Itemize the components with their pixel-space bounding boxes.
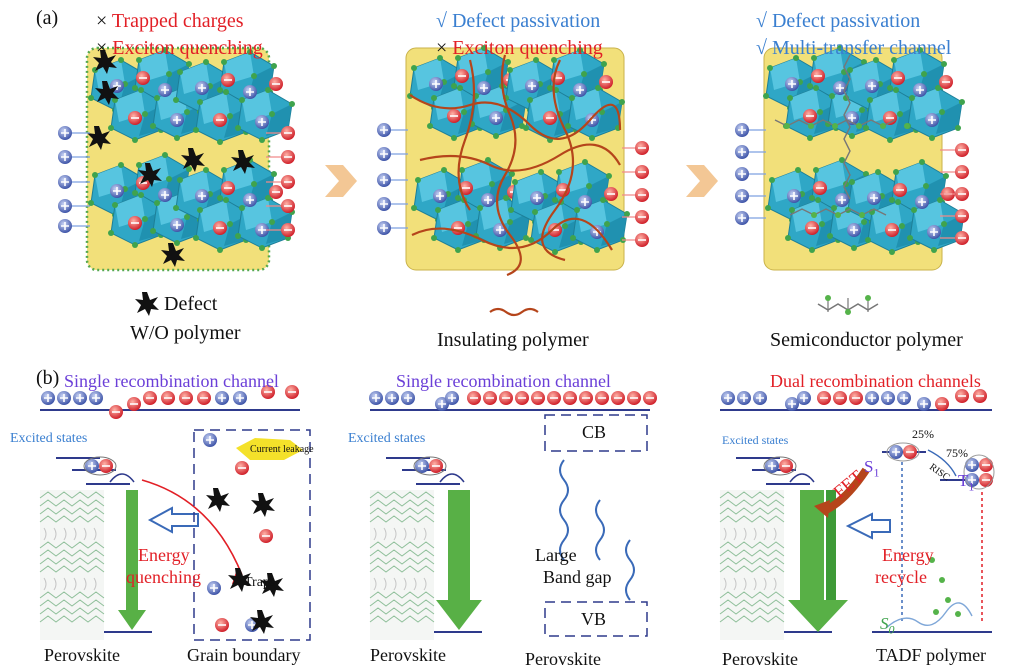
pct-25-label: 25%: [912, 427, 934, 441]
middle-status-text-2: Exciton quenching: [452, 37, 603, 59]
left-status-text-1: Trapped charges: [111, 10, 244, 32]
cross-mark: ×: [96, 37, 108, 59]
semiconductor-polymer-legend: [817, 295, 879, 315]
cross-mark: ×: [436, 37, 448, 59]
insulating-polymer-legend: [489, 307, 539, 317]
excited-states-label: Excited states: [722, 433, 789, 447]
energy-diagram-right: [719, 388, 995, 641]
left-status-line-2: × Exciton quenching: [96, 38, 263, 58]
left-b-title: Single recombination channel: [64, 371, 279, 391]
s1-letter: S: [864, 457, 874, 476]
panel-a-label: (a): [36, 7, 59, 29]
left-caption: W/O polymer: [130, 322, 241, 344]
check-mark: √: [436, 10, 447, 32]
right-status-line-1: √ Defect passivation: [756, 11, 920, 31]
middle-status-text-1: Defect passivation: [451, 10, 601, 32]
band-gap-label: Band gap: [543, 567, 612, 587]
perovskite-caption: Perovskite: [525, 649, 601, 669]
recycle-label: recycle: [875, 567, 927, 587]
left-status-line-1: × Trapped charges: [96, 11, 244, 31]
right-caption: Semiconductor polymer: [770, 329, 963, 351]
cross-mark: ×: [96, 10, 108, 32]
large-label: Large: [535, 545, 577, 565]
cb-label: CB: [582, 422, 607, 442]
check-mark: √: [756, 10, 767, 32]
s0-letter: S: [880, 614, 889, 633]
perovskite-caption: Perovskite: [722, 649, 798, 669]
quenching-label: quenching: [126, 567, 201, 587]
t1-subscript: 1: [968, 479, 975, 494]
film-insulating-polymer: [405, 45, 630, 277]
chevron-right-icon: [325, 165, 357, 197]
excited-states-label: Excited states: [10, 431, 88, 446]
t1-letter: T: [958, 471, 969, 490]
vb-label: VB: [581, 609, 607, 629]
right-status-text-2: Multi-transfer channel: [771, 37, 952, 59]
film-without-polymer: [85, 46, 295, 272]
chevron-right-icon: [686, 165, 718, 197]
middle-b-title: Single recombination channel: [396, 371, 611, 391]
energy-diagram-left: [39, 384, 311, 641]
energy-label: Energy: [138, 545, 190, 565]
film-semiconductor-polymer: [763, 45, 967, 271]
current-leakage-label: Current leakage: [250, 444, 314, 455]
energy-label: Energy: [882, 545, 934, 565]
excited-states-label: Excited states: [348, 431, 426, 446]
check-mark: √: [756, 37, 767, 59]
middle-caption: Insulating polymer: [437, 329, 589, 351]
grain-boundary-caption: Grain boundary: [187, 645, 301, 665]
traps-label: Traps: [244, 575, 276, 590]
defect-legend-icon: [135, 292, 159, 316]
left-status-text-2: Exciton quenching: [112, 37, 263, 59]
middle-status-line-2: × Exciton quenching: [436, 38, 603, 58]
right-status-text-1: Defect passivation: [771, 10, 921, 32]
pct-75-label: 75%: [946, 446, 968, 460]
perovskite-caption: Perovskite: [370, 645, 446, 665]
panel-b-label: (b): [36, 367, 60, 389]
t1-label: T1: [958, 472, 974, 492]
defect-legend-label: Defect: [164, 293, 218, 315]
middle-status-line-1: √ Defect passivation: [436, 11, 600, 31]
perovskite-caption: Perovskite: [44, 645, 120, 665]
s1-subscript: 1: [873, 465, 880, 480]
s1-label: S1: [864, 458, 879, 478]
s0-subscript: 0: [888, 622, 895, 637]
energy-diagram-middle: [368, 390, 658, 641]
tadf-polymer-caption: TADF polymer: [876, 645, 987, 665]
s0-label: S0: [880, 615, 895, 635]
right-status-line-2: √ Multi-transfer channel: [756, 38, 951, 58]
right-b-title: Dual recombination channels: [770, 371, 981, 391]
